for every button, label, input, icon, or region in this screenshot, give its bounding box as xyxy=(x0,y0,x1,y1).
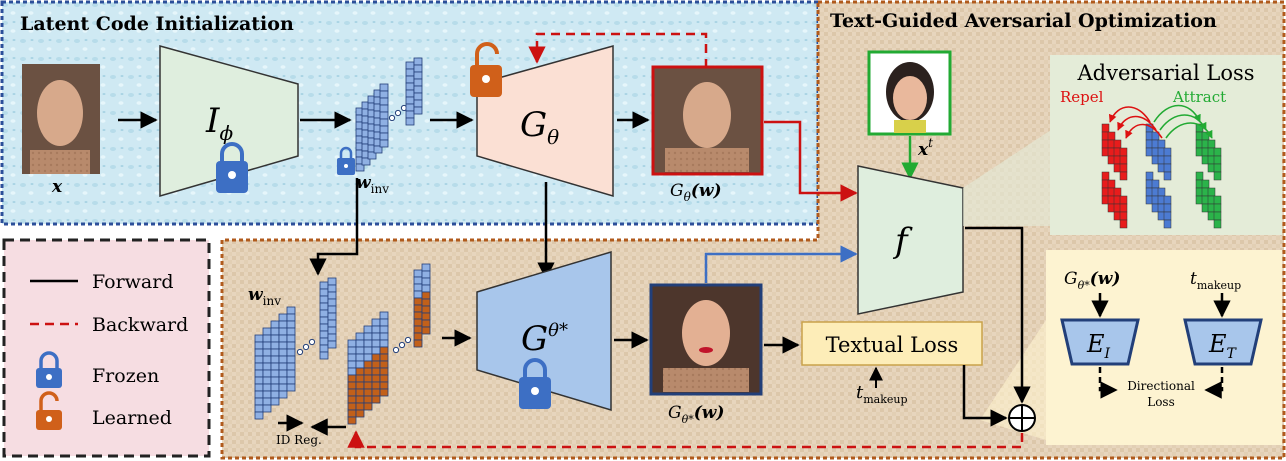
w-bottom-col xyxy=(262,327,272,413)
w-inv-latent-stack xyxy=(355,57,423,172)
ei-label: EI xyxy=(1086,330,1111,362)
tuned-generator-frozen-lock-icon xyxy=(519,358,551,409)
repel-arrow xyxy=(1108,106,1151,123)
legend-learned-unlock-icon xyxy=(36,391,62,430)
adv-blue-stack-top xyxy=(1145,123,1172,181)
legend-learned-label: Learned xyxy=(92,407,172,429)
generator-output-image xyxy=(651,65,764,176)
face-model-block xyxy=(857,165,964,315)
w-opt-ellipsis xyxy=(392,336,412,354)
et-label: ET xyxy=(1208,330,1238,362)
latent-section-title: Latent Code Initialization xyxy=(20,13,294,35)
t-makeup-label: tmakeup xyxy=(856,382,908,406)
adversarial-feature-stacks xyxy=(1101,104,1222,229)
dir-g-label: Gθ*(w) xyxy=(1064,269,1120,292)
image-encoder-ei-block xyxy=(1060,318,1140,366)
repel-arrow xyxy=(1125,123,1163,139)
arrow-ei-to-dir-loss xyxy=(1098,367,1118,399)
legend-frozen-label: Frozen xyxy=(92,365,159,387)
input-x-label: x xyxy=(51,177,63,197)
attract-label: Attract xyxy=(1172,88,1226,106)
w-top-col xyxy=(361,101,371,166)
input-face-image xyxy=(22,64,100,174)
target-face-image xyxy=(867,50,952,136)
w-bottom-col xyxy=(319,281,329,360)
attract-arrow xyxy=(1159,114,1207,131)
textual-loss-box xyxy=(801,321,983,366)
w-bottom-col xyxy=(278,313,288,399)
w-opt-col xyxy=(347,339,357,425)
text-encoder-et-block xyxy=(1183,318,1263,366)
encoder-frozen-lock-icon xyxy=(216,142,248,193)
generator-block xyxy=(476,45,614,198)
arrow-textual-loss-to-sum xyxy=(962,365,1008,427)
arrow-face-model-to-sum xyxy=(965,226,1031,404)
w-top-col xyxy=(379,83,389,148)
tuned-generator-block xyxy=(476,250,612,412)
w-bottom-col xyxy=(270,320,280,406)
w-top-col xyxy=(413,57,423,115)
w-opt-col xyxy=(371,318,381,404)
w-top-ellipsis xyxy=(388,104,408,122)
attract-arrow xyxy=(1165,122,1213,139)
generator-label: Gθ xyxy=(520,105,559,149)
adv-zoom-wedge xyxy=(963,128,1054,226)
arrow-w-to-bottom-stack xyxy=(309,178,359,276)
arrow-et-to-dir-loss xyxy=(1204,367,1224,399)
w-opt-col xyxy=(355,332,365,418)
arrow-backward-to-latent xyxy=(347,430,1024,449)
adv-red-stack-top xyxy=(1101,123,1128,181)
w-opt-col xyxy=(379,311,389,397)
encoder-label: Iϕ xyxy=(205,101,233,145)
adversarial-loss-title: Adversarial Loss xyxy=(1076,61,1254,85)
w-inv-label: winv xyxy=(356,173,389,196)
attract-arrow xyxy=(1153,104,1201,123)
w-bottom-col xyxy=(327,277,337,349)
adv-red-stack-bottom xyxy=(1101,171,1128,229)
directional-loss-line1: Directional xyxy=(1127,379,1195,393)
repel-arrow xyxy=(1117,115,1157,131)
w-bottom-col xyxy=(254,334,264,420)
dir-t-label: tmakeup xyxy=(1190,269,1241,292)
w-opt-col xyxy=(413,269,423,348)
legend-frozen-lock-icon xyxy=(36,351,62,388)
w-top-col xyxy=(367,95,377,160)
w-bottom-col xyxy=(286,306,296,392)
generator-output-label: Gθ(w) xyxy=(670,181,722,204)
repel-label: Repel xyxy=(1060,88,1104,106)
w-inv-frozen-lock-icon xyxy=(337,146,355,175)
legend-backward-label: Backward xyxy=(92,314,188,336)
tuned-output-label: Gθ*(w) xyxy=(668,403,724,426)
arrow-output-to-face-model xyxy=(764,120,858,202)
id-reg-label: ID Reg. xyxy=(276,433,322,447)
generator-learned-unlock-icon xyxy=(470,42,502,97)
adv-green-stack-bottom xyxy=(1195,171,1222,229)
w-opt-col xyxy=(363,325,373,411)
adversarial-section-title: Text-Guided Aversarial Optimization xyxy=(830,10,1217,32)
arrow-tuned-output-to-face-model xyxy=(704,245,858,283)
w-inv-bottom-stack xyxy=(254,277,337,420)
legend-forward-label: Forward xyxy=(92,271,174,293)
arrow-backward-to-generator xyxy=(528,32,708,68)
directional-loss-line2: Loss xyxy=(1147,395,1175,409)
w-optimized-stack xyxy=(347,263,431,425)
w-top-col xyxy=(405,61,415,126)
tuned-generator-label: Gθ* xyxy=(521,319,568,359)
w-inv-bottom-label: winv xyxy=(248,285,281,308)
tuned-output-image xyxy=(649,283,763,396)
w-bottom-ellipsis xyxy=(296,338,316,356)
textual-loss-label: Textual Loss xyxy=(826,333,959,357)
target-xt-label: xt xyxy=(917,136,933,160)
w-opt-col xyxy=(421,263,431,335)
adv-blue-stack-bottom xyxy=(1145,171,1172,229)
encoder-block xyxy=(159,45,299,197)
